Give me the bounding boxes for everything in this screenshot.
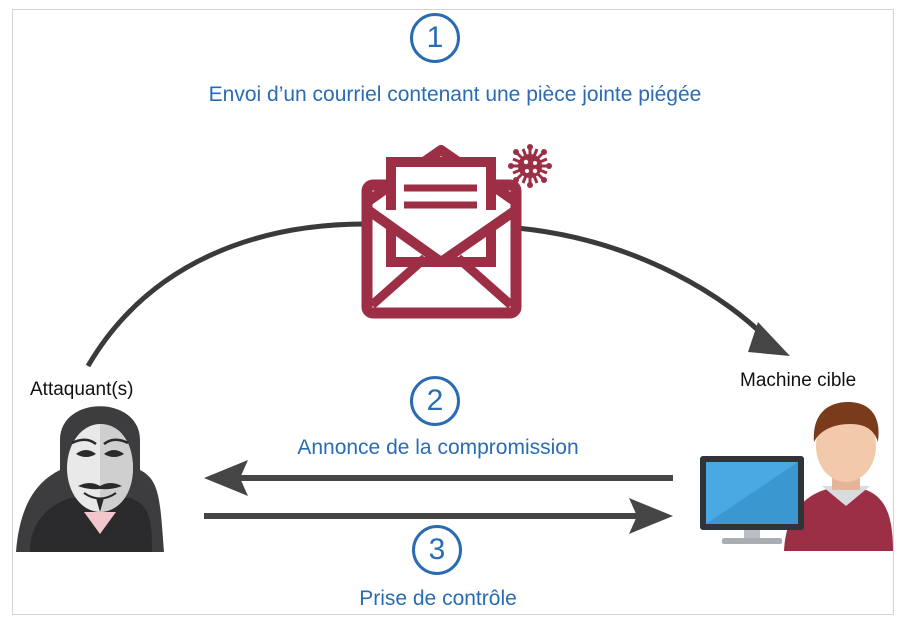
user-with-computer-icon [700,402,893,551]
step-1-number: 1 [410,13,460,63]
step-2-label: Annonce de la compromission [297,436,579,459]
step-3-number: 3 [412,525,462,575]
virus-icon [508,144,552,188]
step-3-label: Prise de contrôle [359,587,517,610]
target-label: Machine cible [740,370,857,391]
diagram-frame [12,9,894,615]
hooded-masked-hacker-icon [16,406,164,552]
announce-arrowhead [204,460,248,496]
attacker-label: Attaquant(s) [30,379,134,400]
email-flow-arc [85,221,366,368]
email-flow-arc-end [516,225,770,342]
open-envelope-icon [361,145,522,319]
email-flow-arrowhead [748,322,790,356]
step-2-number: 2 [410,376,460,426]
control-arrowhead [629,498,673,534]
step-1-label: Envoi d’un courriel contenant une pièce … [208,83,702,106]
